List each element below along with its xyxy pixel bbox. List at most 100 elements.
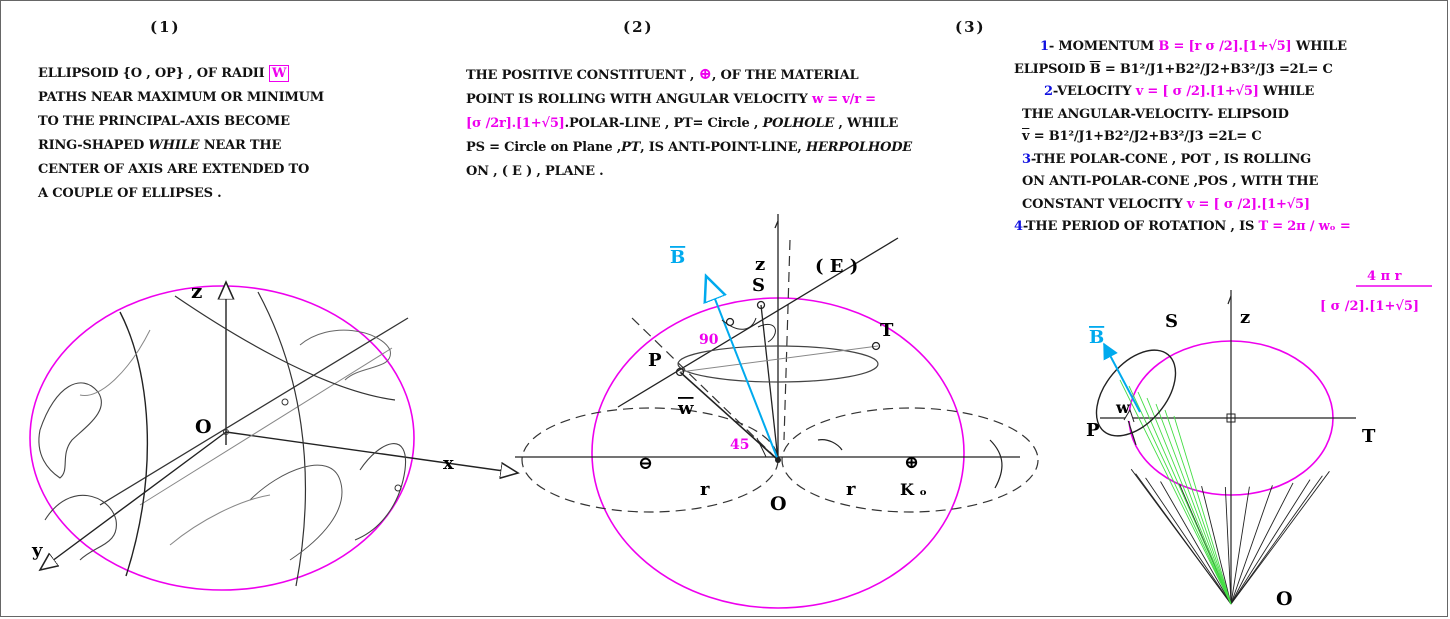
panel2-line4-mid: , IS ANTI-POINT-LINE, xyxy=(640,140,802,155)
panel2-line4: PS = Circle on Plane , xyxy=(466,140,622,155)
faint-path-2 xyxy=(169,494,271,546)
z-label-3: z xyxy=(1240,307,1250,328)
polar-cone-diagram: 4 π r [ σ /2].[1+√5] B S z w P T O xyxy=(1086,269,1432,610)
w-label-3: w xyxy=(1115,398,1131,417)
panel1-line4b: WHILE xyxy=(148,138,200,153)
item2-number: 2 xyxy=(1044,84,1053,99)
polhole-label: POLHOLE xyxy=(762,116,835,131)
panel1-text: ELLIPSOID {O , OP} , OF RADII W PATHS NE… xyxy=(38,62,458,206)
rolling-body-diagram: B z ( E ) S T P w 90 45 r r O K ₒ ⊖ ⊕ xyxy=(515,214,1039,609)
point-s xyxy=(756,300,766,310)
panel2-header: (2) xyxy=(623,18,654,36)
angular-velocity-formula: w = v/r = xyxy=(811,92,876,107)
b-vector xyxy=(706,276,779,461)
y-label: y xyxy=(31,540,43,561)
panel3-line2: ELIPSOID xyxy=(1014,61,1086,77)
panel1-line1: ELLIPSOID {O , OP} , OF RADII xyxy=(38,66,265,81)
cone-line xyxy=(1230,486,1250,605)
momentum-formula: B = [r σ /2].[1+√5] xyxy=(1158,39,1292,54)
path-curve-2 xyxy=(174,295,396,401)
s-label-3: S xyxy=(1165,311,1178,332)
panel3-line9: -THE PERIOD OF ROTATION , IS xyxy=(1022,219,1255,234)
angle-arc-45 xyxy=(756,437,767,458)
panel2-line1-tail: , OF THE MATERIAL xyxy=(711,68,859,83)
dashed-vertical xyxy=(783,239,791,441)
p-label-3: P xyxy=(1086,420,1100,441)
faint-path-1 xyxy=(79,329,151,397)
velocity-formula: v = [ σ /2].[1+√5] xyxy=(1135,84,1259,99)
panel1-header: (1) xyxy=(150,18,181,36)
panel3-v-symbol: v xyxy=(1022,129,1030,144)
plus-circle-icon: ⊕ xyxy=(698,64,712,83)
panel3-b-symbol: B xyxy=(1089,61,1101,77)
t-label-3: T xyxy=(1362,426,1376,447)
o-label: O xyxy=(770,493,787,515)
pt-label: PT xyxy=(621,140,641,155)
w-vector xyxy=(1127,419,1137,446)
anti-cone-line xyxy=(1137,391,1232,605)
cone-line xyxy=(1160,481,1232,605)
path-curve-3 xyxy=(257,291,307,587)
angle-90-label: 90 xyxy=(699,332,719,348)
cone-line xyxy=(1224,486,1232,605)
k-label: K ₒ xyxy=(900,480,927,499)
herpolhode-label: HERPOLHODE xyxy=(805,140,912,155)
plus-orbit xyxy=(781,407,1039,513)
w-arrowhead xyxy=(1123,408,1135,423)
anti-cone-line xyxy=(1155,403,1232,605)
velocity-ellipsoid-equation: = B1²/J1+B2²/J2+B3²/J3 =2L= C xyxy=(1033,129,1262,144)
point-marker-2 xyxy=(394,484,402,492)
panel3-line1-tail: WHILE xyxy=(1295,39,1347,54)
e-plane-label: ( E ) xyxy=(815,256,858,277)
z-label-2: z xyxy=(755,254,765,275)
origin-label: O xyxy=(195,416,212,438)
point-90 xyxy=(725,317,735,327)
item1-number: 1 xyxy=(1040,39,1049,54)
panel2-line1: THE POSITIVE CONSTITUENT , xyxy=(466,68,695,83)
cone-line xyxy=(1230,482,1294,605)
panel2-line5: ON , ( E ) , PLANE . xyxy=(466,164,604,179)
ring-path-right-top xyxy=(299,329,391,381)
panel1-line4a: RING-SHAPED xyxy=(38,138,145,153)
panel3-line6: -THE POLAR-CONE , POT , IS ROLLING xyxy=(1030,151,1312,167)
b-label-3: B xyxy=(1089,327,1104,348)
anti-cone-line xyxy=(1173,415,1232,605)
panel3-text: 1- MOMENTUM B = [r σ /2].[1+√5] WHILE EL… xyxy=(1014,36,1444,239)
vertical-axis-tip xyxy=(774,220,779,229)
r-label-left: r xyxy=(700,479,710,500)
diagonal-line-2 xyxy=(139,347,393,506)
anti-cone-line xyxy=(1119,379,1232,605)
anti-cone-line xyxy=(1164,409,1232,605)
panel3-line4: THE ANGULAR-VELOCITY- ELIPSOID xyxy=(1022,106,1289,122)
x-label: x xyxy=(443,453,454,474)
panel1-line6: A COUPLE OF ELLIPSES . xyxy=(38,186,222,201)
x-axis xyxy=(225,431,518,473)
panel3-line3-tail: WHILE xyxy=(1263,84,1315,99)
panel3-line3: -VELOCITY xyxy=(1052,84,1132,99)
point-p xyxy=(675,367,685,377)
op-line xyxy=(679,371,779,461)
z-label: z xyxy=(191,279,202,303)
panel1-line2: PATHS NEAR MAXIMUM OR MINIMUM xyxy=(38,90,324,105)
ring-path-left xyxy=(38,382,102,479)
panel3-header: (3) xyxy=(955,18,986,36)
angle-45-label: 45 xyxy=(730,437,749,453)
z-axis-3-tip xyxy=(1227,295,1232,305)
r-label-right: r xyxy=(846,479,856,500)
cone-line xyxy=(1230,475,1323,605)
o-label-3: O xyxy=(1276,588,1293,610)
cone-line xyxy=(1201,486,1232,605)
panel3-line8: CONSTANT VELOCITY xyxy=(1022,196,1183,212)
origin-marker xyxy=(223,429,229,435)
center-marker xyxy=(1226,413,1236,423)
ellipsoid-equation: = B1²/J1+B2²/J2+B3²/J3 =2L= C xyxy=(1104,61,1333,77)
path-curve-1 xyxy=(119,311,148,577)
constant-velocity-formula: v = [ σ /2].[1+√5] xyxy=(1186,196,1310,212)
period-formula: T = 2π / wₒ = xyxy=(1258,219,1351,234)
e-plane-line xyxy=(617,237,899,408)
plus-center-icon: ⊕ xyxy=(904,452,919,473)
panel1-line4c: NEAR THE xyxy=(203,138,282,153)
diagonal-line xyxy=(99,317,409,506)
